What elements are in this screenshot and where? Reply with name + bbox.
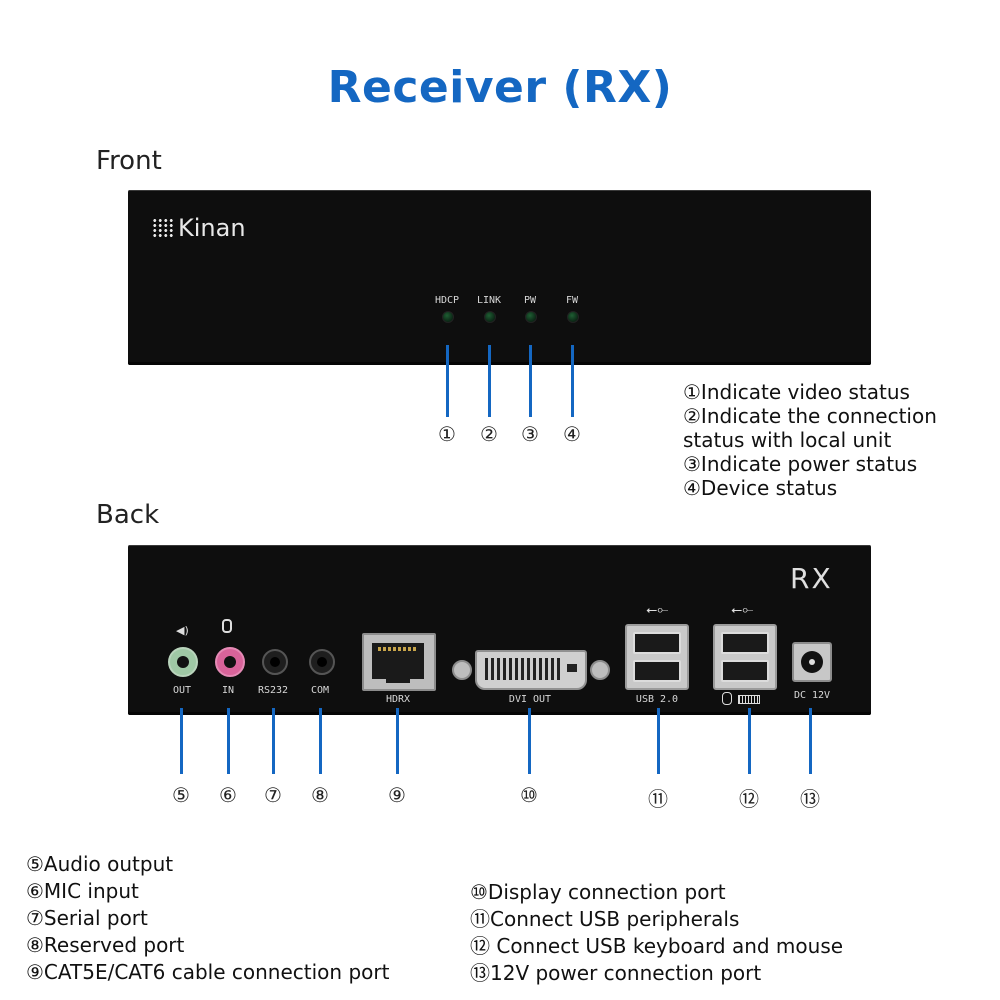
back-desc-13: ⑬12V power connection port	[470, 961, 762, 985]
callout-line-4	[571, 345, 574, 417]
callout-line-5	[180, 708, 183, 774]
com-jack	[309, 649, 335, 675]
back-desc-8: ⑧Reserved port	[26, 933, 185, 957]
callout-line-1	[446, 345, 449, 417]
port-label-com: COM	[310, 685, 330, 696]
led-label-pw: PW	[523, 295, 537, 306]
front-panel	[128, 190, 871, 365]
callout-number-5: ⑤	[172, 783, 190, 807]
callout-number-3: ③	[521, 422, 539, 446]
back-desc-11: ⑪Connect USB peripherals	[470, 907, 740, 931]
brand-name: Kinan	[178, 214, 246, 242]
mouse-icon	[722, 692, 732, 705]
led-label-link: LINK	[476, 295, 502, 306]
port-label-hdrx: HDRX	[385, 694, 411, 705]
back-desc-9: ⑨CAT5E/CAT6 cable connection port	[26, 960, 390, 984]
port-label-dvi-out: DVI OUT	[508, 694, 552, 705]
callout-line-2	[488, 345, 491, 417]
speaker-icon: ◀)	[176, 624, 189, 637]
callout-line-6	[227, 708, 230, 774]
dvi-port	[475, 650, 587, 690]
back-desc-12: ⑫ Connect USB keyboard and mouse	[470, 934, 844, 958]
dvi-screw-right-icon	[590, 660, 610, 680]
callout-number-13: ⑬	[800, 787, 820, 811]
usb-stack-keyboard-mouse	[713, 624, 777, 690]
callout-number-6: ⑥	[219, 783, 237, 807]
callout-line-12	[748, 708, 751, 774]
back-desc-6: ⑥MIC input	[26, 879, 139, 903]
usb-icon-right: ⭠⟜	[731, 602, 754, 618]
rj45-port	[362, 633, 436, 691]
led-label-fw: FW	[565, 295, 579, 306]
led-fw-indicator	[567, 311, 579, 323]
callout-line-11	[657, 708, 660, 774]
model-label: RX	[790, 562, 833, 595]
callout-line-10	[528, 708, 531, 774]
callout-line-7	[272, 708, 275, 774]
dvi-screw-left-icon	[452, 660, 472, 680]
led-hdcp-indicator	[442, 311, 454, 323]
usb-icon-left: ⭠⟜	[646, 602, 669, 618]
back-desc-7: ⑦Serial port	[26, 906, 148, 930]
callout-number-12: ⑫	[739, 787, 759, 811]
callout-number-2: ②	[480, 422, 498, 446]
callout-number-10: ⑩	[520, 783, 538, 807]
callout-number-7: ⑦	[264, 783, 282, 807]
back-desc-5: ⑤Audio output	[26, 852, 174, 876]
port-label-in: IN	[221, 685, 235, 696]
front-desc-2: ②Indicate the connection	[683, 404, 937, 428]
callout-number-11: ⑪	[648, 787, 668, 811]
port-label-out: OUT	[172, 685, 192, 696]
logo-grid-icon	[152, 218, 174, 238]
keyboard-icon	[738, 695, 760, 704]
front-desc-2b: status with local unit	[683, 428, 892, 452]
callout-line-9	[396, 708, 399, 774]
page-title: Receiver (RX)	[327, 62, 673, 113]
port-label-rs232: RS232	[257, 685, 289, 696]
port-label-usb: USB 2.0	[635, 694, 679, 705]
mic-in-jack	[215, 647, 245, 677]
led-pw-indicator	[525, 311, 537, 323]
back-desc-10: ⑩Display connection port	[470, 880, 726, 904]
callout-number-1: ①	[438, 422, 456, 446]
callout-line-3	[529, 345, 532, 417]
brand-logo: Kinan	[152, 214, 246, 242]
audio-out-jack	[168, 647, 198, 677]
led-label-hdcp: HDCP	[434, 295, 460, 306]
callout-number-9: ⑨	[388, 783, 406, 807]
front-desc-1: ①Indicate video status	[683, 380, 910, 404]
rs232-jack	[262, 649, 288, 675]
usb-stack-peripherals	[625, 624, 689, 690]
front-desc-4: ④Device status	[683, 476, 838, 500]
front-section-label: Front	[96, 146, 162, 176]
microphone-icon	[222, 619, 232, 633]
callout-number-4: ④	[563, 422, 581, 446]
callout-line-8	[319, 708, 322, 774]
back-section-label: Back	[96, 500, 160, 530]
dc-power-jack	[792, 642, 832, 682]
callout-number-8: ⑧	[311, 783, 329, 807]
front-desc-3: ③Indicate power status	[683, 452, 918, 476]
port-label-dc12v: DC 12V	[793, 690, 831, 701]
callout-line-13	[809, 708, 812, 774]
led-link-indicator	[484, 311, 496, 323]
